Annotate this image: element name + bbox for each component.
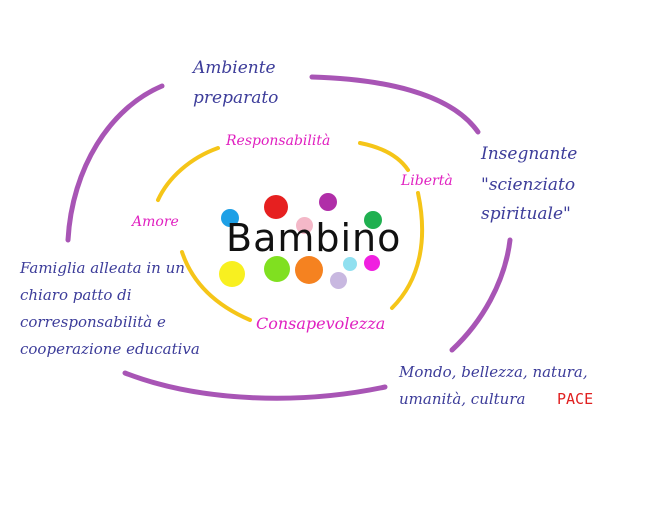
outer-arc-top-left: [65, 83, 165, 243]
dot-yellow: [219, 261, 245, 287]
label-famiglia-line2: chiaro patto di: [20, 286, 132, 304]
dot-cyan: [221, 209, 239, 227]
dot-red: [264, 195, 288, 219]
dot-fuchsia: [364, 255, 380, 271]
dot-lavender: [330, 272, 347, 289]
label-ambiente-line2: preparato: [193, 88, 279, 108]
inner-arc-left: [180, 250, 252, 322]
label-mondo-line2: umanità, cultura: [399, 390, 526, 408]
dot-lightblue: [343, 257, 357, 271]
label-mondo-line1: Mondo, bellezza, natura,: [399, 363, 588, 381]
inner-arc-right: [390, 191, 425, 310]
dot-lime: [264, 256, 290, 282]
label-consapevolezza: Consapevolezza: [256, 314, 386, 333]
dot-pink: [296, 217, 313, 234]
inner-arc-top-left: [156, 146, 220, 202]
label-liberta: Libertà: [401, 173, 453, 189]
label-insegnante-line1: Insegnante: [481, 144, 578, 164]
label-amore: Amore: [132, 214, 179, 230]
outer-arc-top-right: [309, 74, 481, 135]
label-insegnante-line3: spirituale": [481, 204, 571, 224]
label-insegnante-line2: "scienziato: [481, 175, 576, 195]
dot-magenta: [319, 193, 337, 211]
dot-green: [364, 211, 382, 229]
label-responsabilita: Responsabilità: [226, 133, 331, 149]
label-ambiente-line1: Ambiente: [193, 58, 276, 78]
outer-arc-bottom: [122, 370, 388, 401]
dot-orange: [295, 256, 323, 284]
inner-arc-top-right: [358, 141, 410, 172]
label-famiglia-line4: cooperazione educativa: [20, 340, 200, 358]
label-famiglia-line1: Famiglia alleata in un: [20, 259, 185, 277]
label-pace: PACE: [557, 390, 594, 408]
center-label: Bambino: [226, 216, 402, 260]
outer-arc-right: [449, 237, 513, 353]
label-famiglia-line3: corresponsabilità e: [20, 313, 166, 331]
